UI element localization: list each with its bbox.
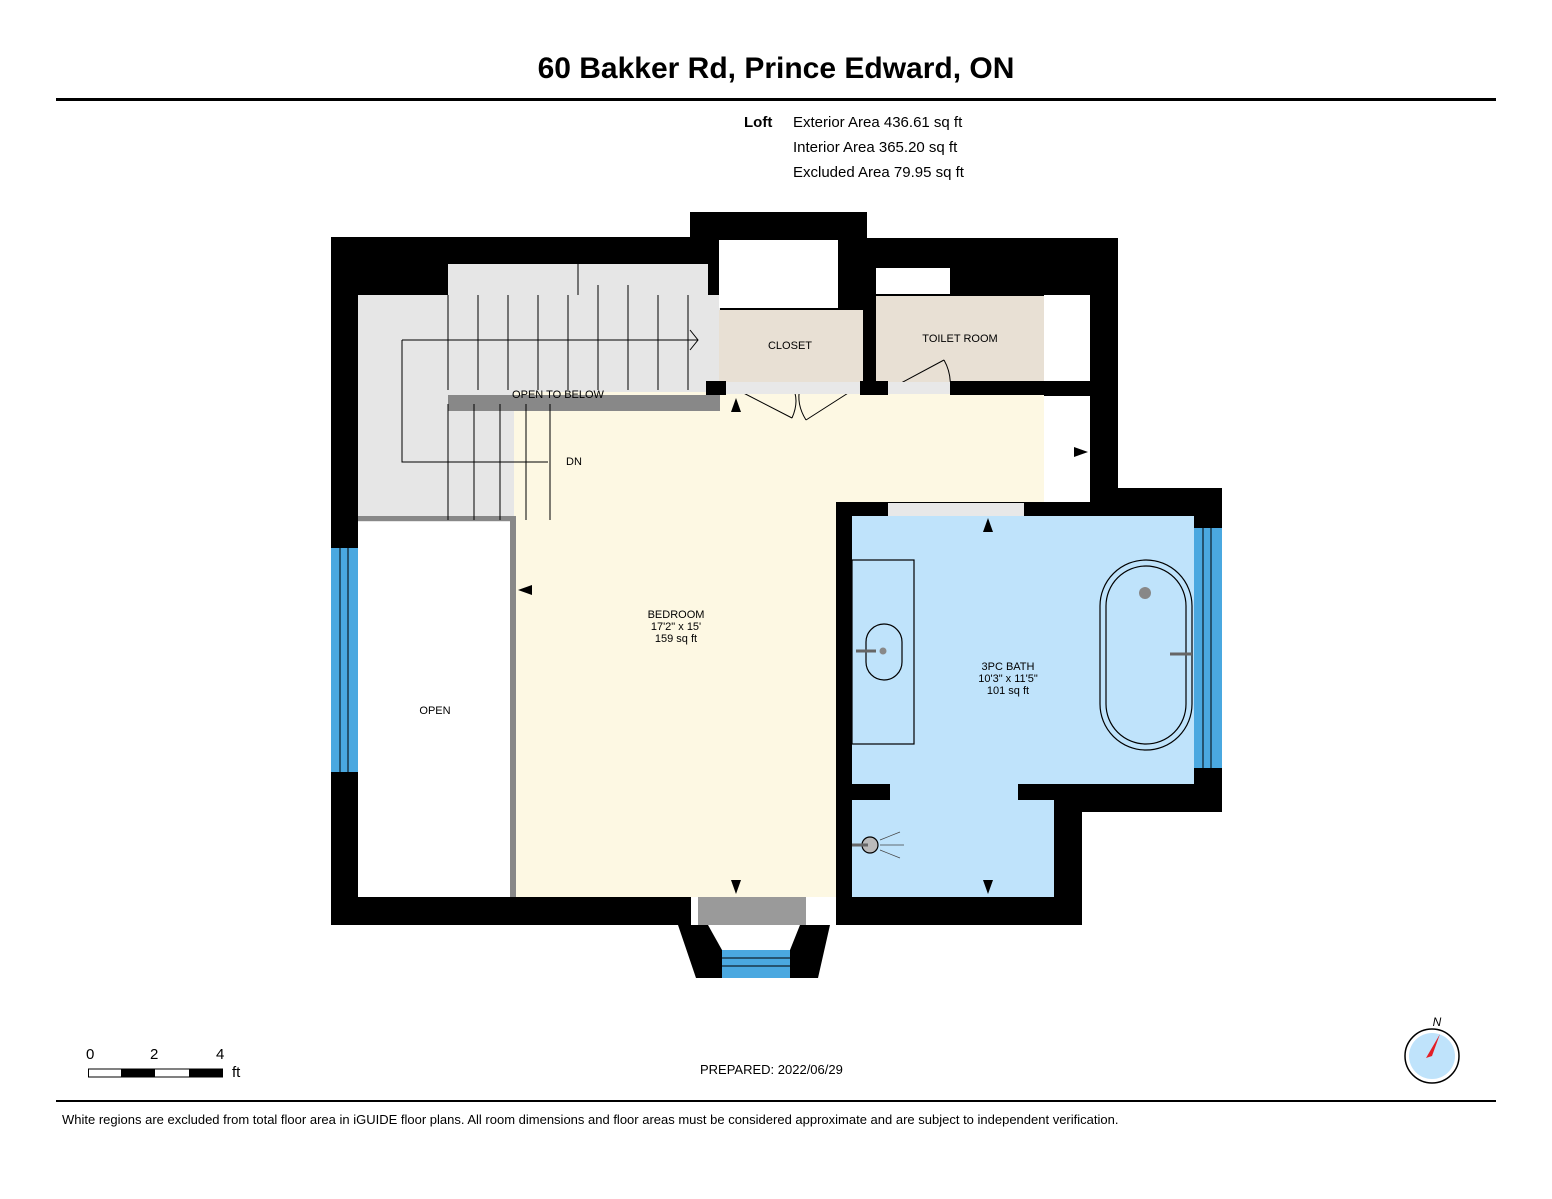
scale-unit: ft: [232, 1064, 241, 1081]
bedroom-area: 159 sq ft: [655, 633, 697, 645]
interior-area: Interior Area 365.20 sq ft: [793, 139, 958, 156]
bath-dimensions: 10'3" x 11'5": [978, 673, 1038, 685]
scale-bar-graphic: [88, 1068, 223, 1078]
toilet-threshold: [888, 382, 950, 394]
excluded-area: Excluded Area 79.95 sq ft: [793, 164, 964, 181]
closet-label: CLOSET: [768, 340, 812, 352]
prepared-date: PREPARED: 2022/06/29: [700, 1062, 843, 1077]
footer-divider: [56, 1100, 1496, 1102]
open-to-below-label: OPEN TO BELOW: [512, 389, 605, 401]
interior-walls: [358, 238, 1118, 897]
scale-tick-0: 0: [86, 1046, 95, 1063]
closet-threshold: [726, 382, 860, 394]
bath-fixtures: [851, 559, 1193, 859]
toilet-floor: [876, 296, 1044, 382]
bath-area: 101 sq ft: [987, 685, 1029, 697]
toilet-room-label: TOILET ROOM: [922, 333, 997, 345]
compass-north-label: N: [1433, 1015, 1442, 1029]
windows: [331, 528, 1222, 978]
bedroom-dimensions: 17'2" x 15': [651, 621, 701, 633]
open-floor: [358, 522, 510, 897]
open-label: OPEN: [419, 705, 450, 717]
scale-tick-2: 2: [150, 1046, 159, 1063]
floor-name: Loft: [744, 114, 773, 131]
entry-arrows: [518, 398, 1088, 894]
bedroom-label: BEDROOM: [648, 609, 705, 621]
closet-floor: [719, 310, 863, 382]
bath-threshold: [888, 503, 1024, 516]
stairs-down-label: DN: [566, 456, 582, 468]
exterior-area: Exterior Area 436.61 sq ft: [793, 114, 963, 131]
vanity: [851, 559, 915, 745]
interior-floor: [358, 240, 1194, 950]
scale-tick-4: 4: [216, 1046, 225, 1063]
north-compass: N: [1404, 1015, 1460, 1084]
disclaimer-text: White regions are excluded from total fl…: [62, 1112, 1119, 1127]
staircase: [401, 264, 699, 520]
header-divider: [56, 98, 1496, 101]
bath-label: 3PC BATH: [982, 661, 1035, 673]
page-title: 60 Bakker Rd, Prince Edward, ON: [537, 52, 1015, 85]
